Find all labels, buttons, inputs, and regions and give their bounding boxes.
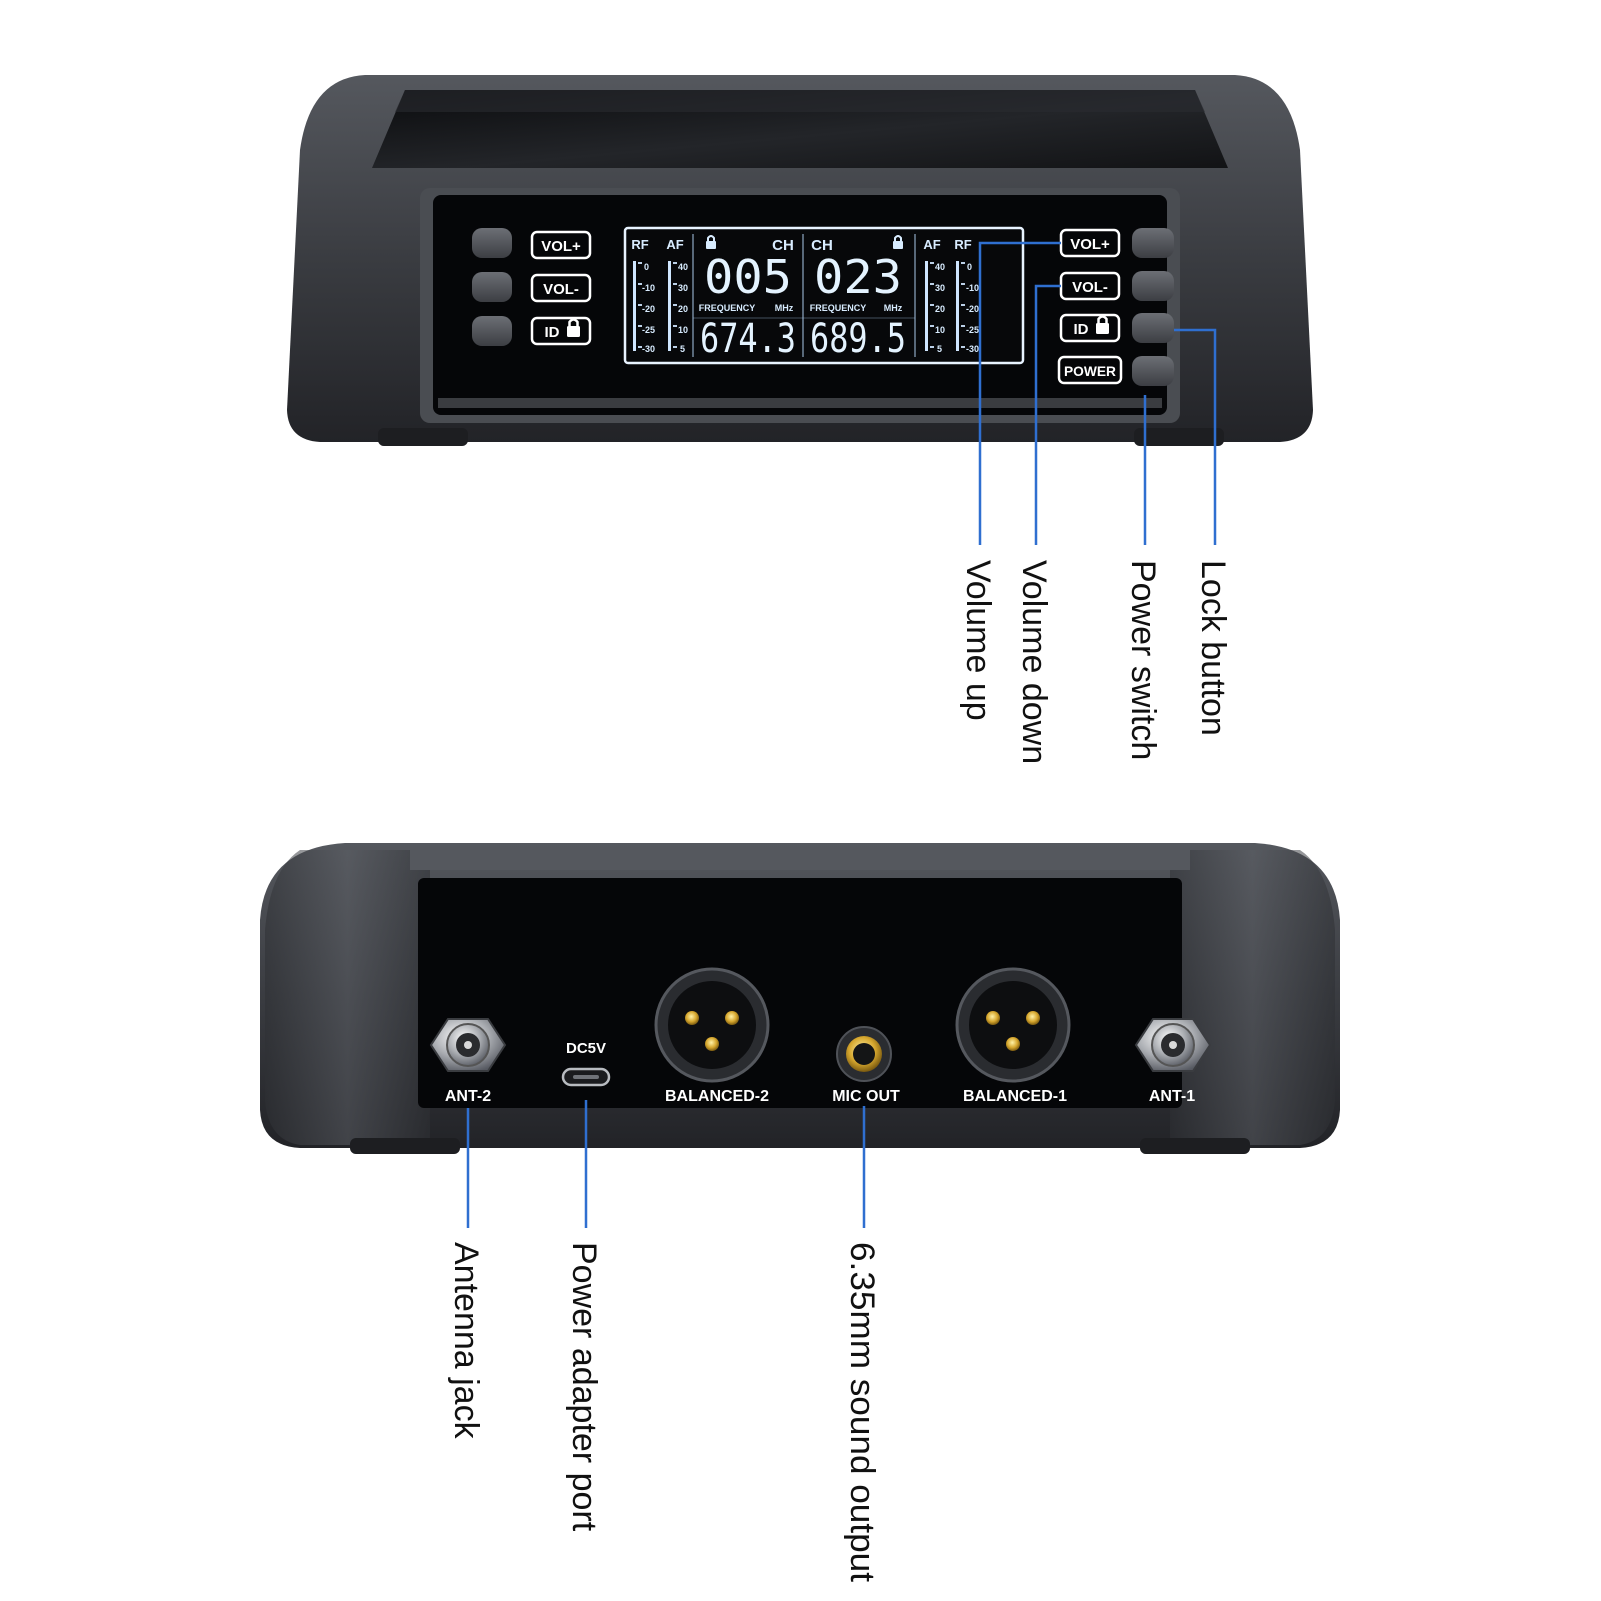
vol-up-label-right: VOL+ xyxy=(1070,236,1110,253)
af-scale-b-4: 5 xyxy=(937,344,942,354)
xlr-connector-balanced1[interactable] xyxy=(955,967,1071,1083)
vol-down-label-right: VOL- xyxy=(1072,279,1108,296)
rf-scale-b-2: -20 xyxy=(966,304,979,314)
rf-scale-b-0: 0 xyxy=(967,262,972,272)
af-meter-b xyxy=(925,261,928,351)
vol-down-label-box-left xyxy=(530,273,592,303)
af-scale-a-1: 30 xyxy=(678,283,688,293)
lock-button[interactable] xyxy=(1132,313,1174,343)
af-scale-a-4: 5 xyxy=(680,344,685,354)
xlr-connector-balanced2[interactable] xyxy=(654,967,770,1083)
lcd-frequency-b: 689.5 xyxy=(810,316,906,362)
lcd-channel-b: 023 xyxy=(814,250,902,304)
antenna-connector-ant1[interactable] xyxy=(1134,1018,1212,1072)
rf-scale-a-1: -10 xyxy=(642,283,655,293)
af-scale-b-1: 30 xyxy=(935,283,945,293)
id-button-left[interactable] xyxy=(472,316,512,346)
rf-scale-b-4: -30 xyxy=(966,344,979,354)
vol-down-button-left[interactable] xyxy=(472,272,512,302)
front-callout-lines xyxy=(978,241,1217,545)
power-label: POWER xyxy=(1064,363,1116,379)
lcd-mhz-label-a: MHz xyxy=(775,303,794,313)
balanced1-label: BALANCED-1 xyxy=(963,1088,1067,1105)
callout-sound-output: 6.35mm sound output xyxy=(843,1242,881,1583)
lcd-lock-icon-a xyxy=(706,235,716,249)
id-label-right: ID xyxy=(1074,321,1089,338)
rf-meter-a xyxy=(633,261,636,351)
ant2-label: ANT-2 xyxy=(445,1088,491,1105)
rf-scale-b-3: -25 xyxy=(966,325,979,335)
lcd-af-label-a: AF xyxy=(666,237,683,252)
lcd-display: RF AF AF RF CH CH 005 023 FREQUENCY MHz … xyxy=(623,226,1025,365)
lcd-frequency-label-a: FREQUENCY xyxy=(699,303,756,313)
dc5v-label: DC5V xyxy=(566,1040,606,1057)
rf-scale-b-1: -10 xyxy=(966,283,979,293)
af-scale-a-2: 20 xyxy=(678,304,688,314)
rf-scale-a-0: 0 xyxy=(644,262,649,272)
lock-icon xyxy=(567,318,580,337)
callout-volume-up: Volume up xyxy=(959,560,997,721)
vol-up-button-left[interactable] xyxy=(472,228,512,258)
callout-power-adapter-port: Power adapter port xyxy=(565,1242,603,1532)
af-scale-b-0: 40 xyxy=(935,262,945,272)
power-button[interactable] xyxy=(1132,356,1174,386)
lcd-mhz-label-b: MHz xyxy=(884,303,903,313)
rear-callout-lines xyxy=(466,1100,866,1228)
callout-lock-button: Lock button xyxy=(1194,560,1232,736)
vol-up-label-box-left xyxy=(530,230,592,260)
af-scale-b-3: 10 xyxy=(935,325,945,335)
lock-icon xyxy=(1096,315,1109,334)
rear-panel xyxy=(418,878,1182,1108)
balanced2-label: BALANCED-2 xyxy=(665,1088,769,1105)
rf-scale-a-2: -20 xyxy=(642,304,655,314)
rf-meter-b xyxy=(956,261,959,351)
vol-up-label-left: VOL+ xyxy=(541,238,581,255)
ant1-label: ANT-1 xyxy=(1149,1088,1195,1105)
id-label-left: ID xyxy=(545,324,560,341)
rear-unit: ANT-2 DC5V BALANCED-2 MIC OUT xyxy=(260,843,1340,1154)
mic-out-jack[interactable] xyxy=(836,1026,892,1082)
rf-scale-a-3: -25 xyxy=(642,325,655,335)
rf-scale-a-4: -30 xyxy=(642,344,655,354)
lcd-ch-label-a: CH xyxy=(772,237,794,254)
callout-power-switch: Power switch xyxy=(1124,560,1162,760)
af-scale-a-3: 10 xyxy=(678,325,688,335)
af-meter-a xyxy=(668,261,671,351)
id-label-box-left xyxy=(530,316,592,346)
lcd-rf-label-b: RF xyxy=(954,237,971,252)
af-scale-a-0: 40 xyxy=(678,262,688,272)
vol-down-button-right[interactable] xyxy=(1132,271,1174,301)
lcd-rf-label-a: RF xyxy=(631,237,648,252)
vol-up-button-right[interactable] xyxy=(1132,228,1174,258)
lcd-lock-icon-b xyxy=(893,235,903,249)
callout-antenna-jack: Antenna jack xyxy=(447,1242,485,1440)
callout-volume-down: Volume down xyxy=(1015,560,1053,764)
mic-out-label: MIC OUT xyxy=(832,1088,900,1105)
front-unit: VOL+ VOL- ID RF AF AF RF xyxy=(287,75,1313,446)
af-scale-b-2: 20 xyxy=(935,304,945,314)
lcd-channel-a: 005 xyxy=(704,250,792,304)
lcd-ch-label-b: CH xyxy=(811,237,833,254)
lcd-af-label-b: AF xyxy=(923,237,940,252)
power-label-box xyxy=(1057,355,1123,385)
id-label-box-right xyxy=(1059,313,1121,343)
antenna-connector-ant2[interactable] xyxy=(429,1018,507,1072)
lcd-frequency-a: 674.3 xyxy=(700,316,796,362)
vol-down-label-left: VOL- xyxy=(543,281,579,298)
lcd-frequency-label-b: FREQUENCY xyxy=(810,303,867,313)
